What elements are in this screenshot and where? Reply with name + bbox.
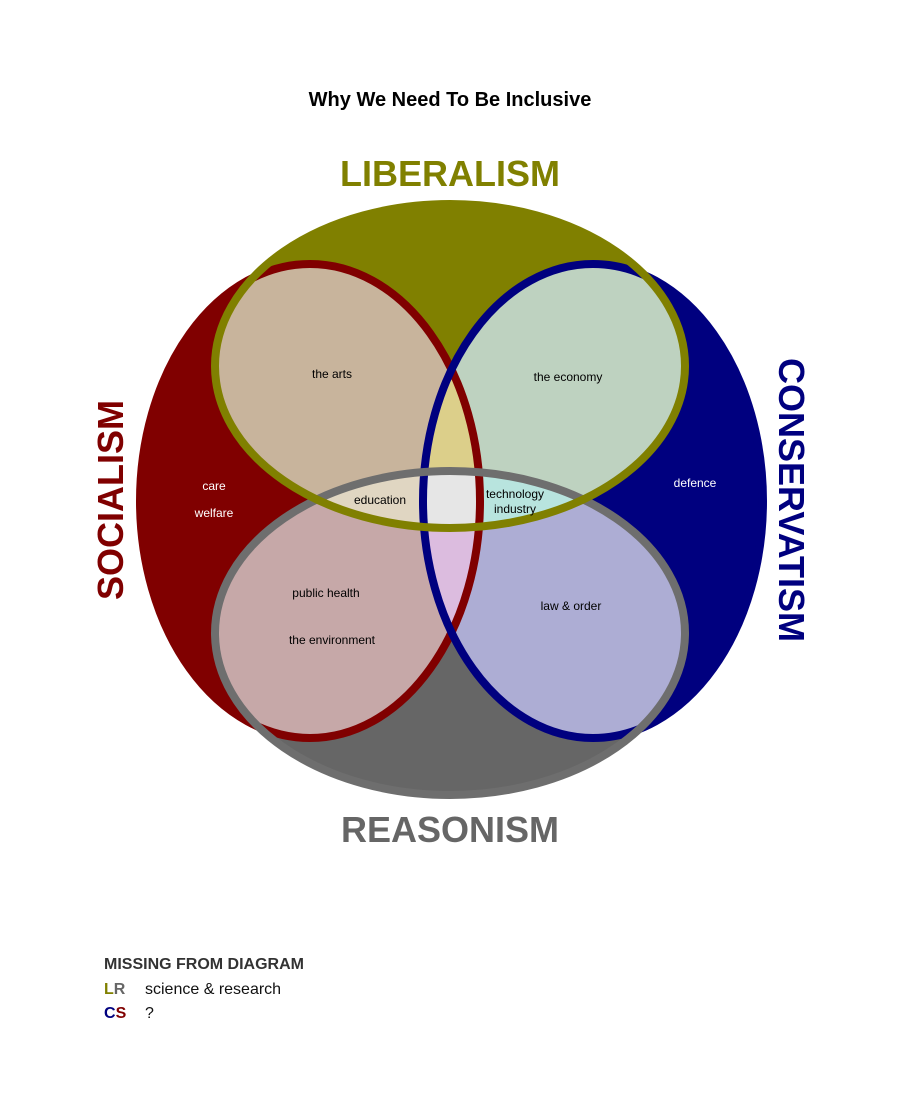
region-label-the-arts: the arts <box>312 367 352 381</box>
conservatism-ring <box>419 260 767 742</box>
region-label-technology: technology <box>486 487 544 501</box>
region-label-industry: industry <box>494 502 536 516</box>
region-label-law-and-order: law & order <box>541 599 602 613</box>
region-label-the-environment: the environment <box>289 633 376 647</box>
legend-code: LR <box>104 981 145 999</box>
legend-code-first: C <box>104 1005 116 1022</box>
region-label-defence: defence <box>674 476 717 490</box>
missing-from-diagram-legend: MISSING FROM DIAGRAM LR science & resear… <box>104 956 504 1029</box>
legend-code: CS <box>104 1005 145 1023</box>
overlap-socialism-reasonism-conservatism <box>423 471 480 738</box>
legend-row: CS ? <box>104 1005 504 1029</box>
region-label-the-economy: the economy <box>534 370 603 384</box>
legend-text: ? <box>145 1005 154 1022</box>
set-label-conservatism: CONSERVATISM <box>771 358 812 642</box>
diagram-title: Why We Need To Be Inclusive <box>309 89 592 111</box>
legend-row: LR science & research <box>104 981 504 1005</box>
set-label-liberalism: LIBERALISM <box>340 153 560 194</box>
region-label-public-health: public health <box>292 586 359 600</box>
set-label-reasonism: REASONISM <box>341 809 559 850</box>
legend-code-second: S <box>115 1005 127 1022</box>
overlap-socialism-liberalism-conservatism <box>423 264 480 528</box>
region-label-education: education <box>354 493 406 507</box>
legend-text: science & research <box>145 981 282 998</box>
legend-code-second: R <box>113 981 126 998</box>
reasonism-ring <box>211 467 689 799</box>
region-label-welfare: welfare <box>194 506 234 520</box>
legend-code-first: L <box>104 981 114 998</box>
overlap-conservatism-liberalism-reasonism <box>423 471 685 528</box>
region-label-care: care <box>202 479 226 493</box>
overlap-socialism-liberalism-reasonism <box>215 471 480 528</box>
socialism-ring <box>136 260 484 742</box>
liberalism-ring <box>211 200 689 532</box>
legend-heading: MISSING FROM DIAGRAM <box>104 956 304 973</box>
set-label-socialism: SOCIALISM <box>90 400 131 600</box>
overlap-all-four <box>423 471 480 528</box>
